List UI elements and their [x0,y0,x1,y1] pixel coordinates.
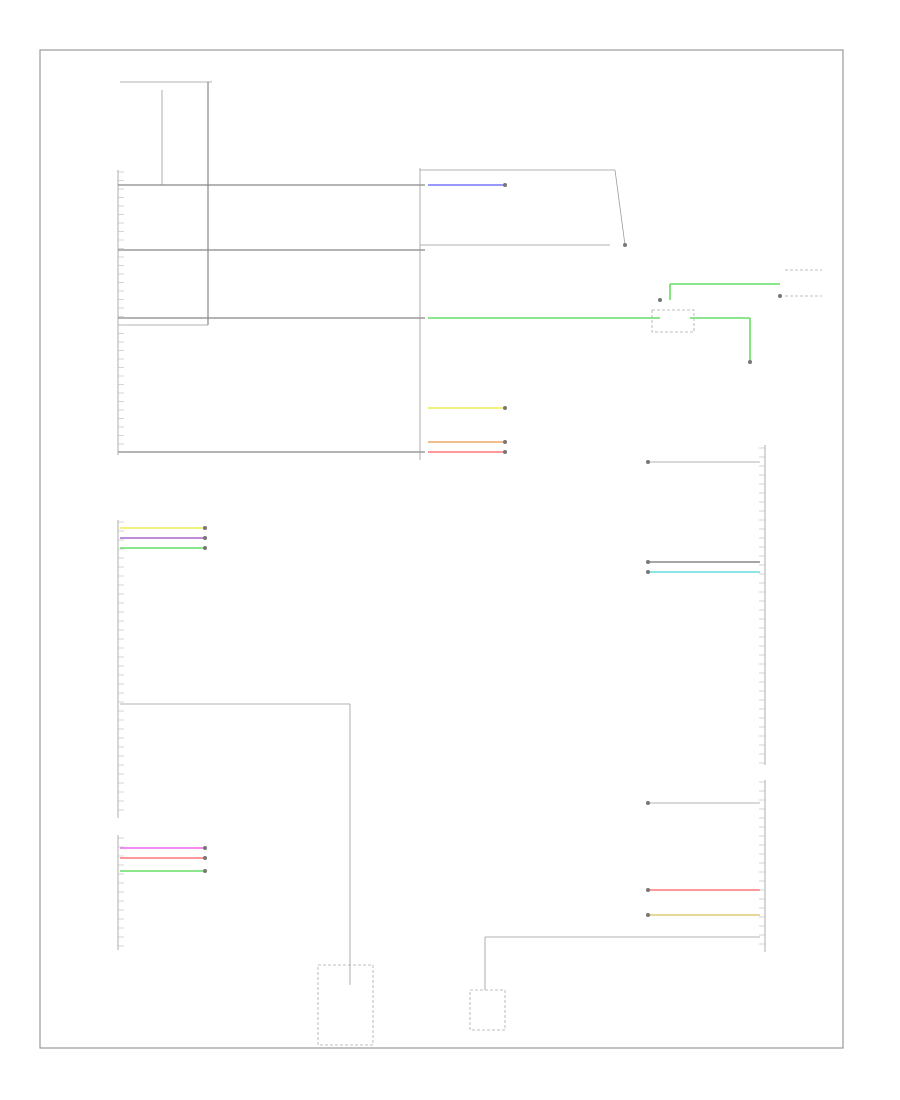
connector-markers [203,183,782,917]
connector-dot [778,294,782,298]
connector-dot [203,856,207,860]
connector-dot [646,913,650,917]
connector-dot [646,460,650,464]
connector-dot [203,846,207,850]
connector-dot [646,888,650,892]
connector-dot [623,243,627,247]
pin-ticks [118,171,765,947]
connector-dot [646,570,650,574]
connector-dot [203,546,207,550]
junction-top-drop [614,169,626,246]
bottom-sensor-box [469,989,506,1031]
connector-dot [203,536,207,540]
connector-dot [646,801,650,805]
connector-dot [646,560,650,564]
connector-dot [503,440,507,444]
bottom-module-box [317,964,374,1046]
connector-dot [658,298,662,302]
connector-dot [503,450,507,454]
diagram-frame [39,49,844,1049]
right-sensor-box [651,309,695,333]
connector-dot [503,406,507,410]
connector-dot [203,526,207,530]
connector-dot [203,869,207,873]
connector-dot [748,360,752,364]
connector-dot [503,183,507,187]
